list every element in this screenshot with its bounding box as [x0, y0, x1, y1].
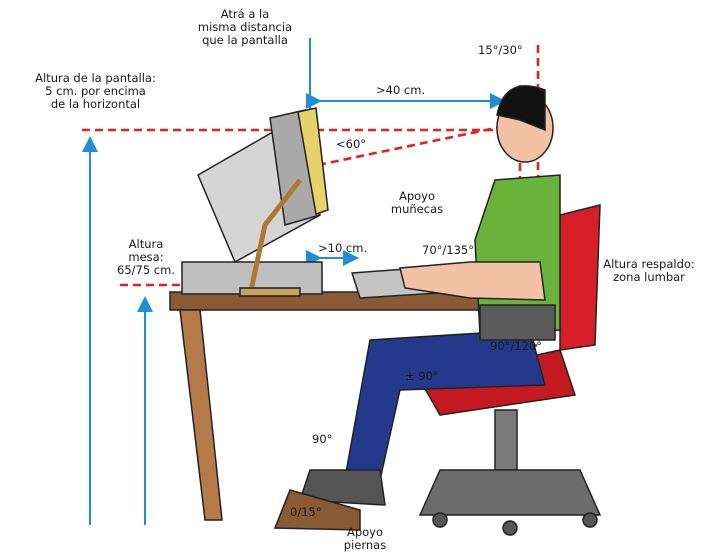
- label-knee-angle: ± 90°: [405, 370, 439, 383]
- label-screen-height: Altura de la pantalla: 5 cm. por encima …: [8, 72, 183, 111]
- label-hip-angle: 90°/120°: [490, 340, 542, 353]
- label-ankle-angle: 90°: [312, 433, 332, 446]
- label-leg-support: Apoyo piernas: [335, 526, 395, 552]
- label-desk-height: Altura mesa: 65/75 cm.: [106, 238, 186, 277]
- computer: [182, 108, 328, 296]
- label-elbow-angle: 70°/135°: [422, 244, 474, 257]
- label-view-angle: <60°: [336, 138, 366, 151]
- label-head-tilt: 15°/30°: [478, 44, 523, 57]
- label-wrist-support: Apoyo muñecas: [382, 190, 452, 216]
- label-eye-distance: Atrá a la misma distancia que la pantall…: [180, 8, 310, 47]
- label-keyboard-gap: >10 cm.: [318, 242, 367, 255]
- label-backrest-height: Altura respaldo: zona lumbar: [590, 258, 708, 284]
- label-viewing-distance: >40 cm.: [376, 84, 425, 97]
- label-footrest-angle: 0/15°: [290, 506, 322, 519]
